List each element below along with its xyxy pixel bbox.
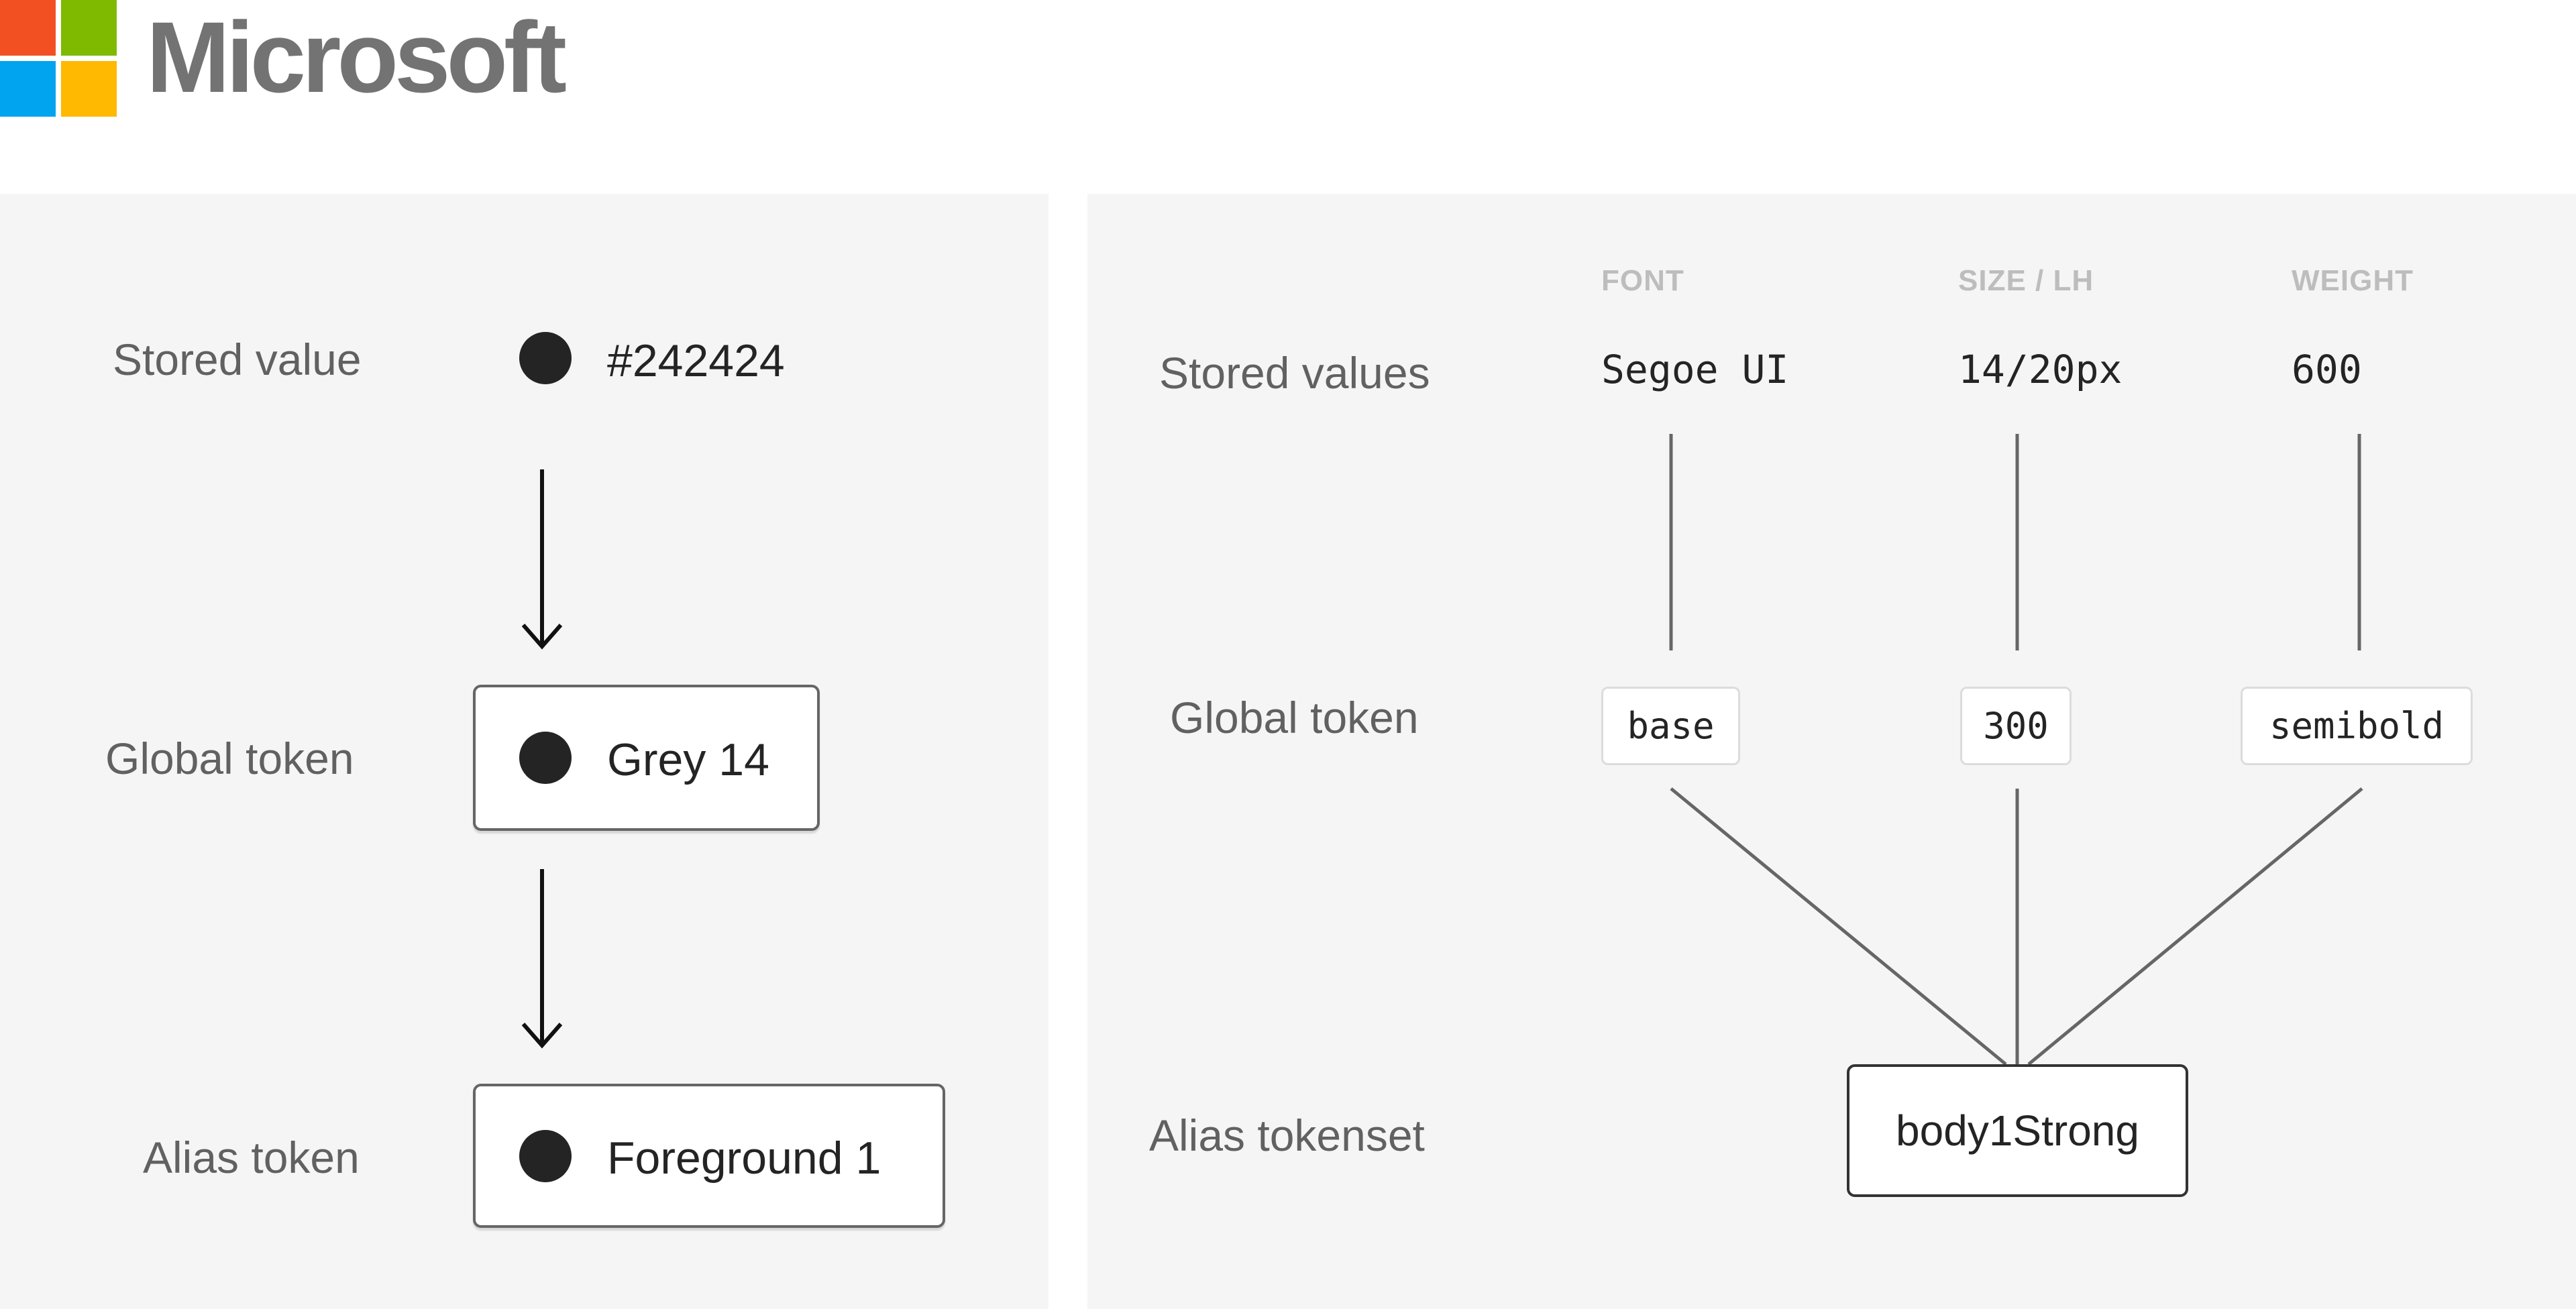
arrow-down-icon bbox=[521, 869, 563, 1049]
stored-value-weight: 600 bbox=[2292, 347, 2362, 392]
row-label-stored-value: Stored value bbox=[113, 335, 362, 384]
stored-value-font: Segoe UI bbox=[1601, 347, 1789, 392]
arrow-down-icon bbox=[521, 469, 563, 650]
global-token-semibold: semibold bbox=[2241, 687, 2473, 765]
global-token-value: Grey 14 bbox=[607, 734, 769, 785]
stored-value-size: 14/20px bbox=[1958, 347, 2123, 392]
logo-square-green bbox=[61, 0, 117, 56]
stored-value-hex: #242424 bbox=[607, 335, 785, 386]
column-header-font: FONT bbox=[1601, 264, 1684, 297]
logo-wordmark: Microsoft bbox=[146, 1, 567, 113]
logo-square-blue bbox=[0, 61, 56, 117]
logo-square-yellow bbox=[61, 61, 117, 117]
logo-square-red bbox=[0, 0, 56, 56]
column-header-size: SIZE / LH bbox=[1958, 264, 2094, 297]
row-label-global-token: Global token bbox=[105, 734, 354, 783]
column-header-weight: WEIGHT bbox=[2292, 264, 2414, 297]
row-label-alias-tokenset: Alias tokenset bbox=[1149, 1111, 1425, 1160]
color-swatch-icon bbox=[519, 332, 572, 384]
color-swatch-icon bbox=[519, 1130, 572, 1182]
alias-token-value: Foreground 1 bbox=[607, 1133, 881, 1184]
row-label-global-token: Global token bbox=[1170, 693, 1419, 742]
global-token-300: 300 bbox=[1960, 687, 2072, 765]
row-label-stored-values: Stored values bbox=[1159, 348, 1430, 398]
color-swatch-icon bbox=[519, 732, 572, 784]
global-token-base: base bbox=[1601, 687, 1740, 765]
alias-tokenset-box: body1Strong bbox=[1847, 1064, 2188, 1197]
row-label-alias-token: Alias token bbox=[143, 1133, 360, 1182]
